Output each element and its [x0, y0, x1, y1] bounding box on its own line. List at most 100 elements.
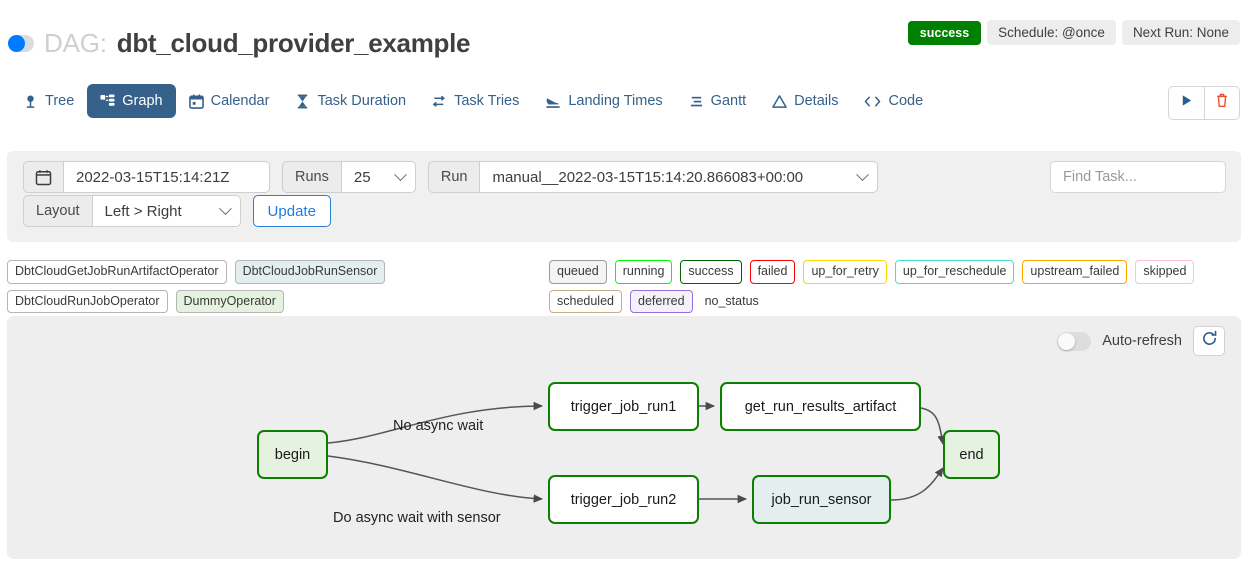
calendar-icon[interactable]	[23, 161, 64, 193]
page-header: DAG: dbt_cloud_provider_example success …	[0, 0, 1248, 72]
runs-label: Runs	[282, 161, 342, 193]
refresh-button[interactable]	[1193, 326, 1225, 356]
tab-label: Tree	[45, 93, 75, 109]
tab-list: Tree Graph Calendar Task Duration	[10, 84, 936, 118]
code-icon	[864, 94, 881, 109]
run-group: Run manual__2022-03-15T15:14:20.866083+0…	[427, 161, 879, 193]
layout-label: Layout	[23, 195, 93, 227]
delete-dag-button[interactable]	[1204, 86, 1240, 120]
filter-row-primary: 2022-03-15T15:14:21Z Runs 25 Run manual_…	[23, 161, 890, 193]
header-badges: success Schedule: @once Next Run: None	[907, 20, 1240, 45]
refresh-icon	[1201, 330, 1218, 352]
trash-icon	[1215, 93, 1229, 113]
tab-label: Code	[888, 93, 924, 109]
status-legend-chip[interactable]: failed	[749, 260, 796, 284]
status-legend-chip[interactable]: upstream_failed	[1022, 260, 1128, 284]
status-legend-chip[interactable]: queued	[549, 260, 607, 284]
graph-edge-label: Do async wait with sensor	[333, 510, 501, 526]
graph-icon	[100, 93, 115, 109]
operator-legend-chip[interactable]: DbtCloudGetJobRunArtifactOperator	[7, 260, 227, 284]
graph-node-get_run_results_artifact[interactable]: get_run_results_artifact	[720, 382, 921, 431]
calendar-icon	[188, 93, 204, 109]
operator-legend-chip[interactable]: DbtCloudJobRunSensor	[234, 260, 386, 284]
graph-toolbar: Auto-refresh	[1057, 326, 1225, 356]
status-legend-chip[interactable]: running	[614, 260, 673, 284]
chevron-down-icon	[393, 167, 407, 181]
tab-task-duration[interactable]: Task Duration	[282, 84, 419, 118]
trigger-dag-button[interactable]	[1168, 86, 1204, 120]
page-title: DAG: dbt_cloud_provider_example	[8, 28, 470, 59]
status-legend-chip[interactable]: skipped	[1135, 260, 1195, 284]
filter-row-layout: Layout Left > Right Update	[23, 195, 331, 227]
dag-tabbar: Tree Graph Calendar Task Duration	[0, 84, 1248, 130]
base-date-input[interactable]: 2022-03-15T15:14:21Z	[64, 161, 270, 193]
auto-refresh-toggle[interactable]	[1057, 331, 1092, 351]
tab-code[interactable]: Code	[851, 84, 936, 118]
tab-calendar[interactable]: Calendar	[176, 84, 283, 118]
tab-label: Landing Times	[568, 93, 663, 109]
chevron-down-icon	[218, 201, 232, 215]
graph-panel: Auto-refresh	[7, 316, 1241, 559]
tab-task-tries[interactable]: Task Tries	[419, 84, 532, 118]
status-badge: success	[907, 20, 982, 45]
base-date-group: 2022-03-15T15:14:21Z	[23, 161, 270, 193]
num-runs-select[interactable]: 25	[341, 161, 416, 193]
layout-value: Left > Right	[104, 202, 182, 220]
graph-edge-label: No async wait	[393, 418, 484, 434]
dag-name: dbt_cloud_provider_example	[116, 28, 471, 58]
schedule-badge[interactable]: Schedule: @once	[987, 20, 1116, 45]
tab-label: Graph	[122, 93, 163, 109]
status-legend: queued running success failed up_for_retry up…	[549, 260, 1244, 313]
num-runs-value: 25	[353, 168, 371, 186]
layout-select[interactable]: Left > Right	[92, 195, 241, 227]
find-task-input[interactable]: Find Task...	[1050, 161, 1226, 193]
filter-bar: 2022-03-15T15:14:21Z Runs 25 Run manual_…	[7, 151, 1241, 242]
operator-legend-chip[interactable]: DummyOperator	[175, 289, 284, 313]
status-legend-chip[interactable]: success	[680, 260, 742, 284]
update-button[interactable]: Update	[252, 195, 331, 227]
tab-label: Gantt	[710, 93, 747, 109]
graph-node-job_run_sensor[interactable]: job_run_sensor	[752, 475, 891, 524]
run-label: Run	[427, 161, 481, 193]
gantt-icon	[689, 94, 704, 109]
dag-label: DAG:	[44, 28, 107, 58]
next-run-badge: Next Run: None	[1121, 20, 1240, 45]
tab-landing-times[interactable]: Landing Times	[532, 84, 675, 118]
tab-label: Task Duration	[317, 93, 407, 109]
tab-gantt[interactable]: Gantt	[676, 84, 759, 118]
status-legend-chip[interactable]: scheduled	[549, 289, 622, 313]
status-legend-chip[interactable]: no_status	[704, 293, 759, 308]
status-legend-chip[interactable]: up_for_retry	[803, 260, 887, 284]
tree-icon	[23, 94, 38, 109]
tab-details[interactable]: Details	[759, 84, 851, 118]
graph-node-trigger_job_run1[interactable]: trigger_job_run1	[548, 382, 699, 431]
graph-node-trigger_job_run2[interactable]: trigger_job_run2	[548, 475, 699, 524]
run-value: manual__2022-03-15T15:14:20.866083+00:00	[492, 168, 804, 186]
dag-pause-toggle[interactable]	[8, 35, 34, 52]
tab-label: Task Tries	[454, 93, 520, 109]
graph-node-end[interactable]: end	[943, 430, 1000, 479]
tab-graph[interactable]: Graph	[87, 84, 176, 118]
graph-canvas[interactable]: begin trigger_job_run1 get_run_results_art…	[7, 316, 1241, 559]
status-legend-chip[interactable]: deferred	[630, 289, 693, 313]
dag-actions	[1168, 86, 1240, 120]
num-runs-group: Runs 25	[282, 161, 416, 193]
play-icon	[1180, 94, 1193, 112]
auto-refresh-label: Auto-refresh	[1102, 333, 1182, 349]
retry-icon	[432, 94, 447, 109]
status-legend-chip[interactable]: up_for_reschedule	[894, 260, 1015, 284]
tab-tree[interactable]: Tree	[10, 84, 87, 118]
operator-legend-chip[interactable]: DbtCloudRunJobOperator	[7, 289, 168, 313]
hourglass-icon	[295, 94, 310, 109]
graph-node-begin[interactable]: begin	[257, 430, 328, 479]
graph-edges	[327, 401, 946, 504]
tab-label: Calendar	[210, 93, 270, 109]
layout-group: Layout Left > Right	[23, 195, 241, 227]
warning-icon	[772, 94, 787, 109]
chevron-down-icon	[856, 167, 870, 181]
landing-icon	[545, 94, 561, 109]
run-select[interactable]: manual__2022-03-15T15:14:20.866083+00:00	[480, 161, 879, 193]
